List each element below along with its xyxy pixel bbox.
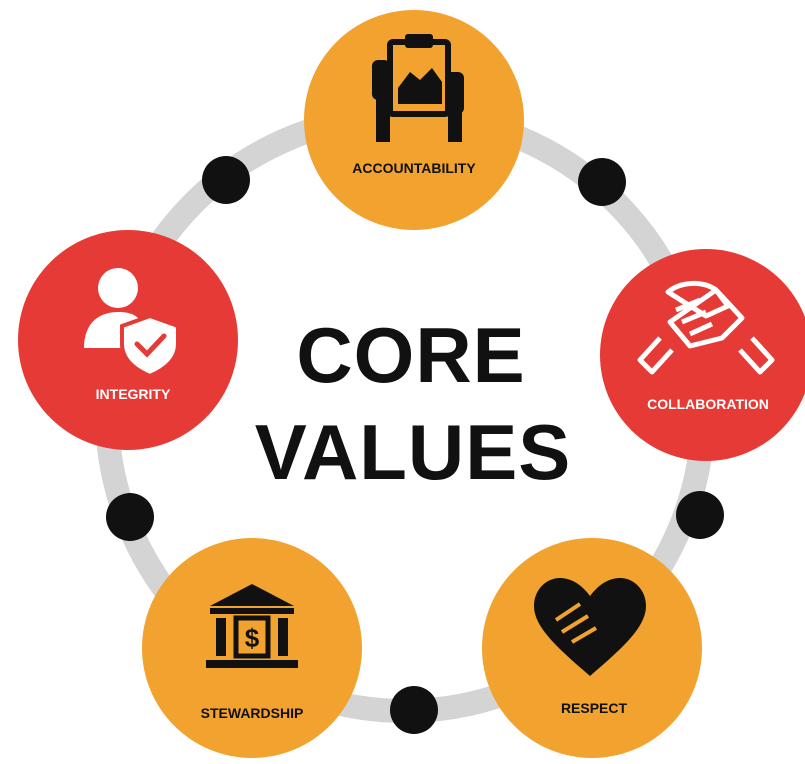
node-stewardship: $ STEWARDSHIP — [142, 538, 362, 758]
node-circle — [304, 10, 524, 230]
connector-dots — [106, 156, 724, 734]
node-collaboration: COLLABORATION — [600, 249, 805, 461]
connector-dot — [676, 491, 724, 539]
node-circle — [142, 538, 362, 758]
handshake-icon — [637, 281, 775, 375]
connector-dot — [202, 156, 250, 204]
node-respect: RESPECT — [482, 538, 702, 758]
node-integrity: INTEGRITY — [18, 230, 238, 450]
node-label-respect: RESPECT — [561, 700, 628, 716]
node-accountability: ACCOUNTABILITY — [304, 10, 524, 230]
bank-icon: $ — [206, 584, 298, 668]
svg-text:$: $ — [245, 623, 260, 653]
user-shield-icon — [84, 268, 180, 379]
node-label-accountability: ACCOUNTABILITY — [352, 160, 476, 176]
connector-dot — [390, 686, 438, 734]
node-label-stewardship: STEWARDSHIP — [201, 705, 304, 721]
connector-dot — [578, 158, 626, 206]
center-title-line2: VALUES — [255, 408, 572, 496]
clipboard-hands-icon — [372, 34, 464, 142]
node-label-integrity: INTEGRITY — [96, 386, 171, 402]
node-circle — [600, 249, 805, 461]
node-label-collaboration: COLLABORATION — [647, 396, 769, 412]
heart-handshake-icon — [534, 578, 646, 676]
center-title-line1: CORE — [296, 311, 525, 399]
connector-dot — [106, 493, 154, 541]
